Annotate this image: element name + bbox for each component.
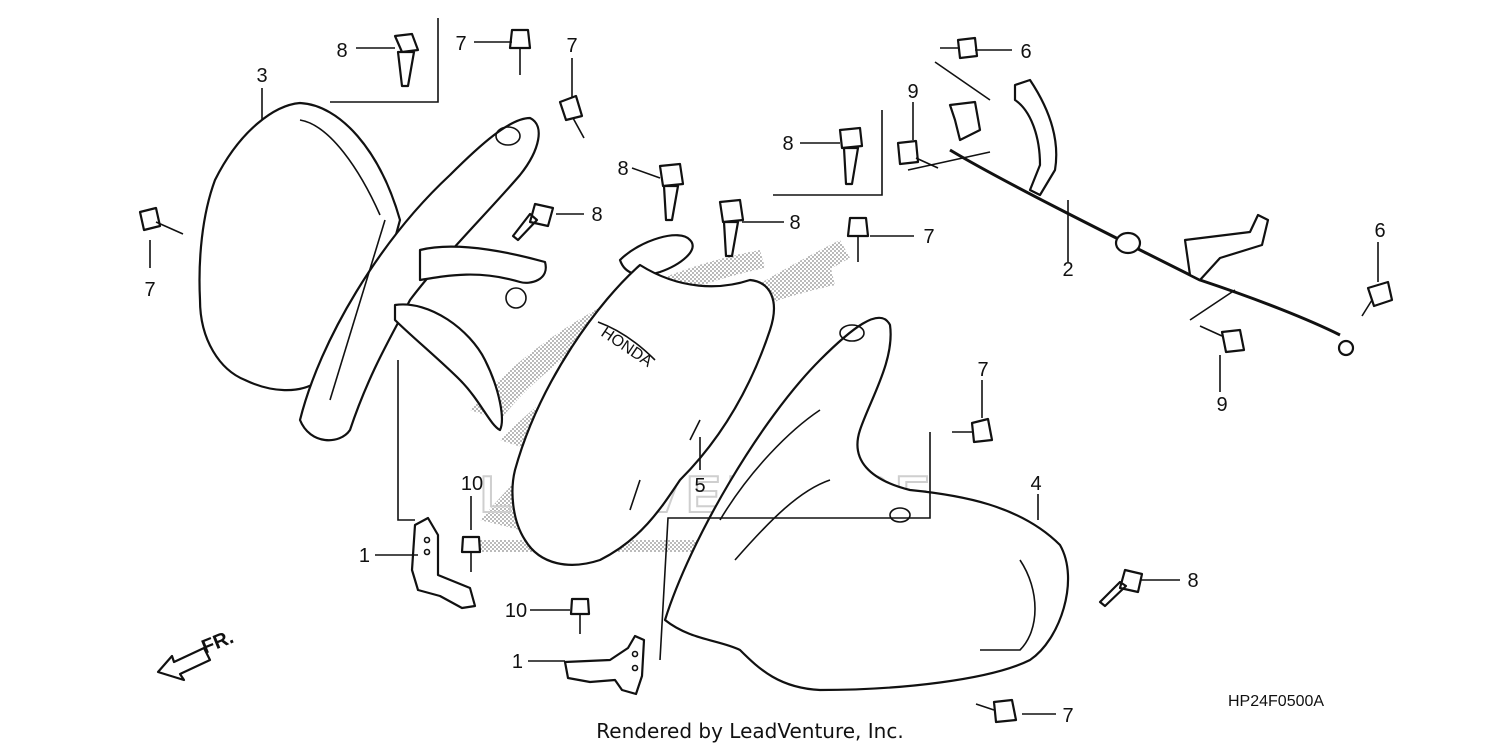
callout-9-top: 9: [907, 81, 918, 103]
callout-8-fender: 8: [1187, 570, 1198, 592]
callout-7-bottom: 7: [1062, 705, 1073, 727]
direction-arrow-icon: [156, 646, 212, 682]
callout-1-upper: 1: [359, 545, 370, 567]
callout-8-cover: 8: [789, 212, 800, 234]
callout-7-fender: 7: [977, 359, 988, 381]
leader-lines: [149, 18, 1379, 715]
callout-labels: 1 1 2 3 4 5 6 6 7 7 7 7 7 7 8 8 8 8 8 8 …: [144, 33, 1385, 727]
callout-10-upper: 10: [461, 473, 483, 495]
callout-6-right: 6: [1374, 220, 1385, 242]
callout-5: 5: [694, 475, 705, 497]
callout-9-bottom: 9: [1216, 394, 1227, 416]
render-credit: Rendered by LeadVenture, Inc.: [596, 719, 903, 743]
callout-7-top: 7: [566, 35, 577, 57]
callout-8-top-left: 8: [336, 40, 347, 62]
front-cover-part: HONDA: [511, 234, 775, 566]
front-direction-indicator: FR.: [156, 626, 237, 682]
fastener-icons: [138, 28, 1394, 724]
headlight-frame-part: [298, 116, 547, 442]
callout-4: 4: [1030, 473, 1041, 495]
bracket-part-upper: [410, 516, 477, 610]
direction-label: FR.: [199, 626, 237, 658]
callout-6-top: 6: [1020, 41, 1031, 63]
front-fender-part: [663, 316, 1070, 692]
callout-8-frame: 8: [591, 204, 602, 226]
callout-7-top-left: 7: [455, 33, 466, 55]
callout-8-mid: 8: [617, 158, 628, 180]
diagram-code: HP24F0500A: [1228, 693, 1324, 710]
callout-10-lower: 10: [505, 600, 527, 622]
callout-7-center: 7: [923, 226, 934, 248]
callout-7-left: 7: [144, 279, 155, 301]
headlight-stay-part: [948, 78, 1355, 357]
callout-8-top: 8: [782, 133, 793, 155]
callout-2: 2: [1062, 259, 1073, 281]
callout-3: 3: [256, 65, 267, 87]
bracket-part-lower: [563, 634, 646, 696]
callout-1-lower: 1: [512, 651, 523, 673]
